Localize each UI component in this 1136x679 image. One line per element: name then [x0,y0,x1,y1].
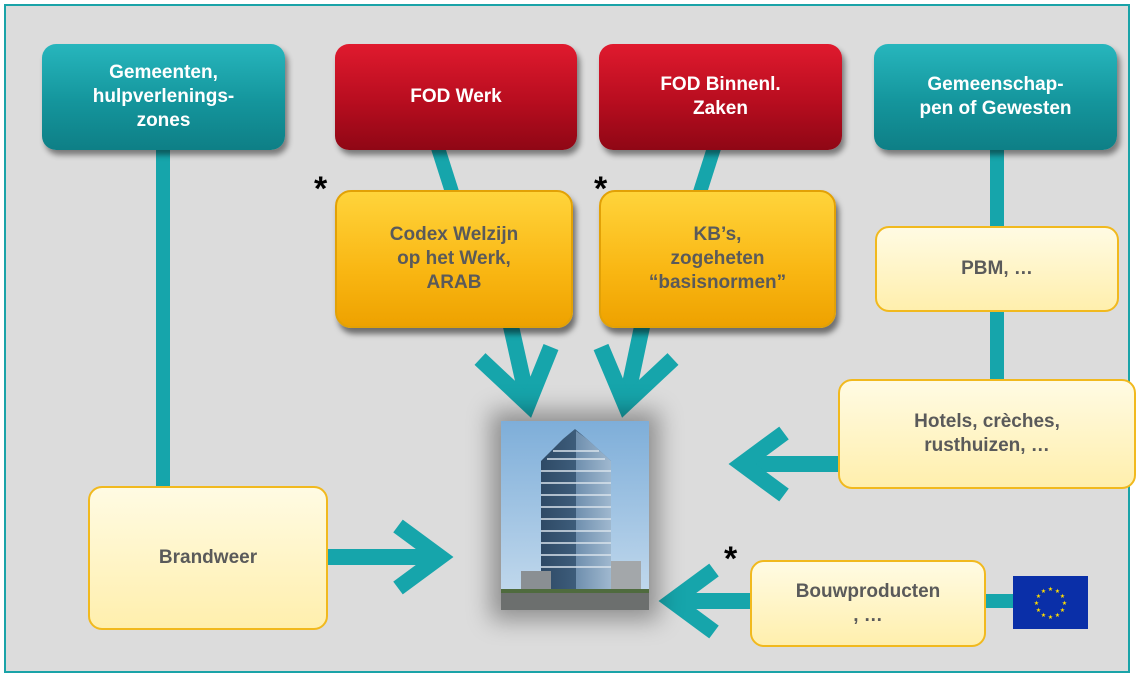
box-hotels: Hotels, crèches, rusthuizen, … [838,379,1136,489]
office-building-image [501,421,649,610]
svg-text:★: ★ [1048,586,1053,593]
asterisk-bouwproducten: * [724,540,738,578]
connector-fodbinnenl-kbs [693,145,721,195]
box-brandweer: Brandweer [88,486,328,630]
box-gemeenten: Gemeenten, hulpverlenings- zones [42,44,285,150]
box-pbm: PBM, … [875,226,1119,312]
svg-text:★: ★ [1041,588,1046,595]
asterisk-kbs: * [594,170,608,208]
svg-text:★: ★ [1055,612,1060,619]
asterisk-codex: * [314,170,328,208]
box-codex-welzijn: Codex Welzijn op het Werk, ARAB [335,190,573,328]
svg-text:★: ★ [1060,593,1065,600]
svg-text:★: ★ [1055,588,1060,595]
svg-text:★: ★ [1036,593,1041,600]
svg-text:★: ★ [1036,607,1041,614]
svg-text:★: ★ [1034,600,1039,607]
box-bouwproducten: Bouwproducten , … [750,560,986,647]
box-kbs: KB’s, zogeheten “basisnormen” [599,190,836,328]
box-gemeenschappen: Gemeenschap- pen of Gewesten [874,44,1117,150]
box-fod-werk: FOD Werk [335,44,577,150]
arrow-brandweer-building [328,519,454,595]
svg-text:★: ★ [1048,614,1053,621]
arrow-kbs-building [593,320,679,418]
connector-fodwerk-codex [431,145,459,195]
svg-text:★: ★ [1060,607,1065,614]
arrow-codex-building [474,320,559,418]
arrow-hotels-building [728,426,838,502]
svg-text:★: ★ [1041,612,1046,619]
svg-text:★: ★ [1062,600,1067,607]
arrow-bouwproducten-building [658,563,750,639]
eu-flag-icon: ★ ★ ★ ★ ★ ★ ★ ★ ★ ★ ★ ★ [1013,576,1088,629]
box-fod-binnenl-zaken: FOD Binnenl. Zaken [599,44,842,150]
